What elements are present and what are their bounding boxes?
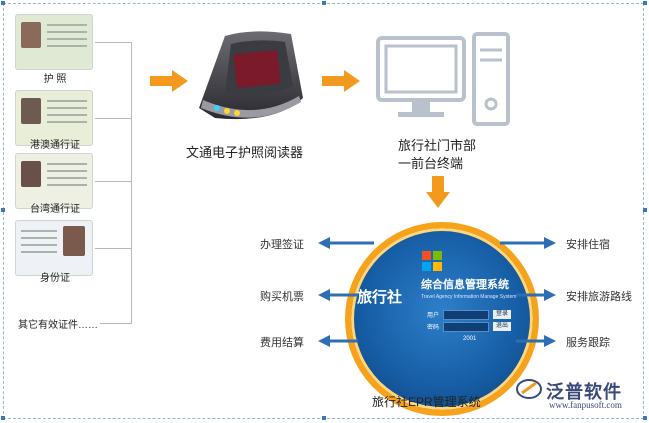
orange-down-arrow-icon — [426, 176, 450, 208]
right-arrow-icon — [516, 335, 556, 347]
function-lodging: 安排住宿 — [566, 239, 610, 251]
bracket-line — [100, 323, 131, 324]
windows-logo-icon — [422, 251, 442, 271]
logo-name: 泛普软件 — [546, 382, 622, 402]
app-brand: 旅行社 — [357, 289, 403, 306]
app-title: 综合信息管理系统 — [421, 279, 509, 291]
function-billing: 费用结算 — [260, 337, 304, 349]
other-docs-label: 其它有效证件…… — [18, 320, 98, 331]
left-arrow-icon — [318, 289, 358, 301]
exit-button[interactable]: 退出 — [493, 322, 511, 331]
bracket-line — [131, 42, 132, 324]
frame-handle — [643, 416, 647, 420]
function-visa: 办理签证 — [260, 239, 304, 251]
login-button[interactable]: 登录 — [493, 310, 511, 319]
orange-arrow-icon — [322, 70, 360, 92]
password-field-label: 密码 — [427, 325, 440, 331]
orange-arrow-icon — [150, 70, 188, 92]
photo-icon — [21, 98, 41, 124]
doc-label-hk-macau: 港澳通行证 — [30, 140, 80, 151]
passport-card — [15, 14, 93, 70]
right-arrow-icon — [500, 237, 556, 249]
hk-macau-permit-card — [15, 90, 93, 146]
terminal-label-1: 旅行社门市部 — [398, 138, 477, 153]
bracket-line — [95, 248, 131, 249]
function-tracking: 服务跟踪 — [566, 337, 610, 349]
right-arrow-icon — [516, 289, 556, 301]
fanpu-logo-icon — [516, 379, 542, 399]
password-input[interactable] — [443, 322, 489, 332]
function-route: 安排旅游路线 — [566, 291, 632, 303]
frame-handle — [643, 1, 647, 5]
bracket-line — [95, 181, 131, 182]
frame-handle — [1, 1, 5, 5]
frame-handle — [1, 208, 5, 212]
id-card — [15, 220, 93, 276]
app-year: 2001 — [463, 336, 477, 342]
taiwan-permit-card — [15, 153, 93, 209]
photo-icon — [21, 22, 41, 48]
left-arrow-icon — [318, 237, 374, 249]
passport-reader-icon — [199, 31, 303, 120]
photo-icon — [63, 226, 85, 256]
function-flight: 购买机票 — [260, 291, 304, 303]
logo-url: www.fanpusoft.com — [549, 400, 622, 410]
doc-label-id: 身份证 — [40, 273, 70, 284]
bracket-line — [95, 118, 131, 119]
reader-label: 文通电子护照阅读器 — [186, 145, 304, 160]
doc-label-taiwan: 台湾通行证 — [30, 204, 80, 215]
frame-handle — [322, 416, 326, 420]
doc-label-passport: 护 照 — [43, 74, 67, 85]
frame-handle — [322, 1, 326, 5]
frame-handle — [643, 208, 647, 212]
left-arrow-icon — [318, 335, 358, 347]
bracket-line — [95, 42, 131, 43]
photo-icon — [21, 161, 41, 187]
app-subtitle: Travel Agency Information Manage System — [421, 294, 517, 300]
computer-terminal-icon — [376, 32, 510, 126]
system-label: 旅行社EPR管理系统 — [372, 395, 481, 409]
username-input[interactable] — [443, 310, 489, 320]
user-field-label: 用户 — [427, 313, 440, 319]
frame-handle — [1, 416, 5, 420]
epr-system-circle: 旅行社 综合信息管理系统 Travel Agency Information M… — [345, 222, 539, 416]
terminal-label-2: 一前台终端 — [398, 156, 464, 171]
